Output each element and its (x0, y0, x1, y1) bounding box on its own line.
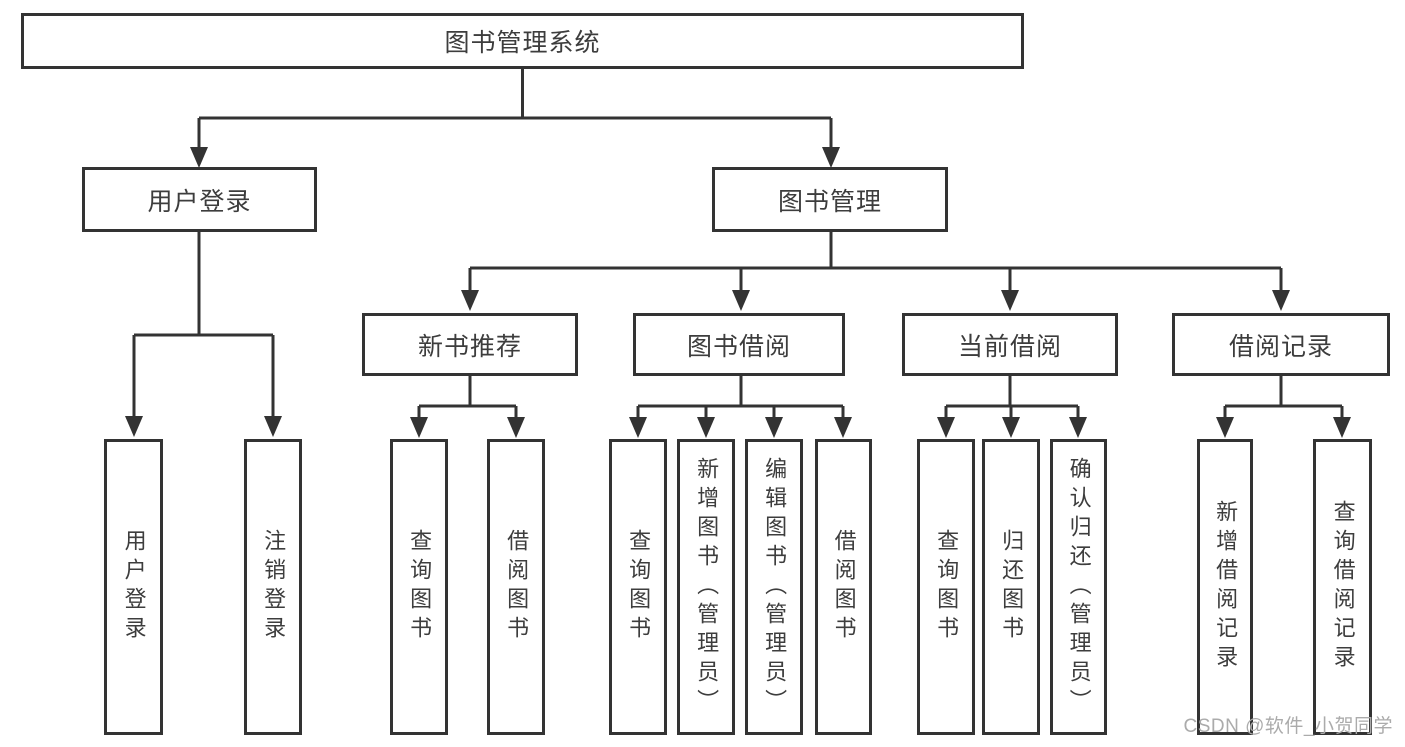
node-label: 图书借阅 (686, 332, 791, 361)
arrow-down-icon (1272, 290, 1290, 311)
node-label: 图书管理系统 (444, 29, 601, 57)
leaf-query-books-current: 查询图书 (917, 439, 975, 735)
leaf-edit-book-admin: 编辑图书（管理员） (745, 439, 803, 735)
node-label: 归还图书 (999, 529, 1025, 645)
node-root-library-system: 图书管理系统 (21, 13, 1024, 69)
arrow-down-icon (834, 417, 852, 438)
node-label: 确认归还（管理员） (1066, 456, 1092, 718)
leaf-borrow-books-recommend: 借阅图书 (487, 439, 545, 735)
connector-user-login-split (132, 232, 275, 418)
node-user-login: 用户登录 (82, 167, 317, 232)
node-current-borrowing: 当前借阅 (902, 313, 1118, 376)
arrow-down-icon (507, 417, 525, 438)
connector-root-trunk (197, 69, 833, 149)
arrow-down-icon (125, 416, 143, 437)
arrow-down-icon (1333, 417, 1351, 438)
arrow-down-icon (190, 147, 208, 168)
connector-book-borrowing-split (636, 376, 845, 419)
node-label: 查询图书 (626, 529, 652, 645)
arrow-down-icon (1002, 417, 1020, 438)
node-label: 借阅图书 (831, 529, 857, 645)
arrow-down-icon (264, 416, 282, 437)
arrow-down-icon (629, 417, 647, 438)
node-label: 当前借阅 (957, 332, 1062, 361)
node-label: 用户登录 (121, 529, 147, 645)
node-new-book-recommend: 新书推荐 (362, 313, 578, 376)
leaf-query-books-recommend: 查询图书 (390, 439, 448, 735)
leaf-add-book-admin: 新增图书（管理员） (677, 439, 735, 735)
arrow-down-icon (1216, 417, 1234, 438)
arrow-down-icon (822, 147, 840, 168)
node-label: 新增借阅记录 (1213, 500, 1239, 674)
arrow-down-icon (1069, 417, 1087, 438)
arrow-down-icon (937, 417, 955, 438)
connector-borrowing-records-split (1223, 376, 1344, 419)
node-label: 借阅记录 (1228, 332, 1333, 361)
arrow-down-icon (732, 290, 750, 311)
arrow-down-icon (410, 417, 428, 438)
leaf-borrow-books: 借阅图书 (815, 439, 872, 735)
node-label: 查询图书 (407, 529, 433, 645)
node-label: 注销登录 (261, 529, 287, 645)
node-book-management: 图书管理 (712, 167, 948, 232)
node-borrowing-records: 借阅记录 (1172, 313, 1390, 376)
leaf-add-borrow-record: 新增借阅记录 (1197, 439, 1253, 735)
node-label: 新增图书（管理员） (694, 456, 720, 718)
node-label: 编辑图书（管理员） (762, 456, 788, 718)
node-book-borrowing: 图书借阅 (633, 313, 845, 376)
node-label: 查询图书 (934, 529, 960, 645)
connector-current-borrowing-split (944, 376, 1080, 419)
leaf-confirm-return-admin: 确认归还（管理员） (1050, 439, 1107, 735)
node-label: 查询借阅记录 (1330, 500, 1356, 674)
leaf-logout: 注销登录 (244, 439, 302, 735)
arrow-down-icon (1001, 290, 1019, 311)
csdn-watermark: CSDN @软件_小贺同学 (1183, 716, 1393, 737)
node-label: 图书管理 (777, 187, 882, 216)
arrowheads (125, 147, 1351, 438)
arrow-down-icon (765, 417, 783, 438)
arrow-down-icon (461, 290, 479, 311)
leaf-user-login: 用户登录 (104, 439, 163, 735)
node-label: 用户登录 (147, 187, 252, 216)
connector-book-mgmt-trunk (468, 232, 1283, 292)
leaf-query-borrow-record: 查询借阅记录 (1313, 439, 1372, 735)
connector-new-book-split (417, 376, 518, 419)
leaf-return-book: 归还图书 (982, 439, 1040, 735)
node-label: 新书推荐 (417, 332, 522, 361)
arrow-down-icon (697, 417, 715, 438)
leaf-query-books-borrowing: 查询图书 (609, 439, 667, 735)
node-label: 借阅图书 (504, 529, 530, 645)
